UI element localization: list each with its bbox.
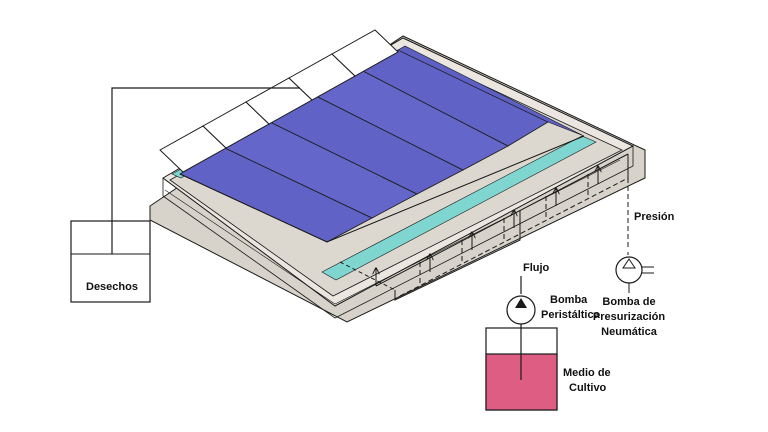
pump-arrow-icon (515, 298, 527, 308)
pneumatic-label-3: Neumática (601, 326, 658, 338)
peristaltic-label-2: Peristáltica (541, 309, 601, 321)
waste-container: Desechos (70, 220, 151, 303)
pneumatic-pump: Bomba de Presurización Neumática (593, 252, 665, 338)
medium-reservoir: Medio de Cultivo (485, 327, 611, 411)
waste-label: Desechos (86, 281, 138, 293)
channel-strip-bottom (321, 135, 597, 281)
pressure-lines (399, 154, 629, 297)
peristaltic-label-1: Bomba (550, 294, 588, 306)
pneumatic-label-1: Bomba de (602, 296, 655, 308)
inlet-flow-lines (339, 153, 629, 301)
medium-label-2: Cultivo (569, 382, 607, 394)
waste-line (112, 87, 300, 240)
medium-label-1: Medio de (563, 367, 611, 379)
outlet-box-5 (331, 29, 399, 77)
pressure-label: Presión (634, 211, 675, 223)
compressor-arrow-icon (622, 258, 636, 269)
peristaltic-pump: Bomba Peristáltica (506, 276, 601, 355)
outlet-manifold (159, 29, 399, 173)
pneumatic-label-2: Presurización (593, 311, 665, 323)
membrane-panels (179, 45, 585, 243)
flow-label: Flujo (523, 262, 550, 274)
